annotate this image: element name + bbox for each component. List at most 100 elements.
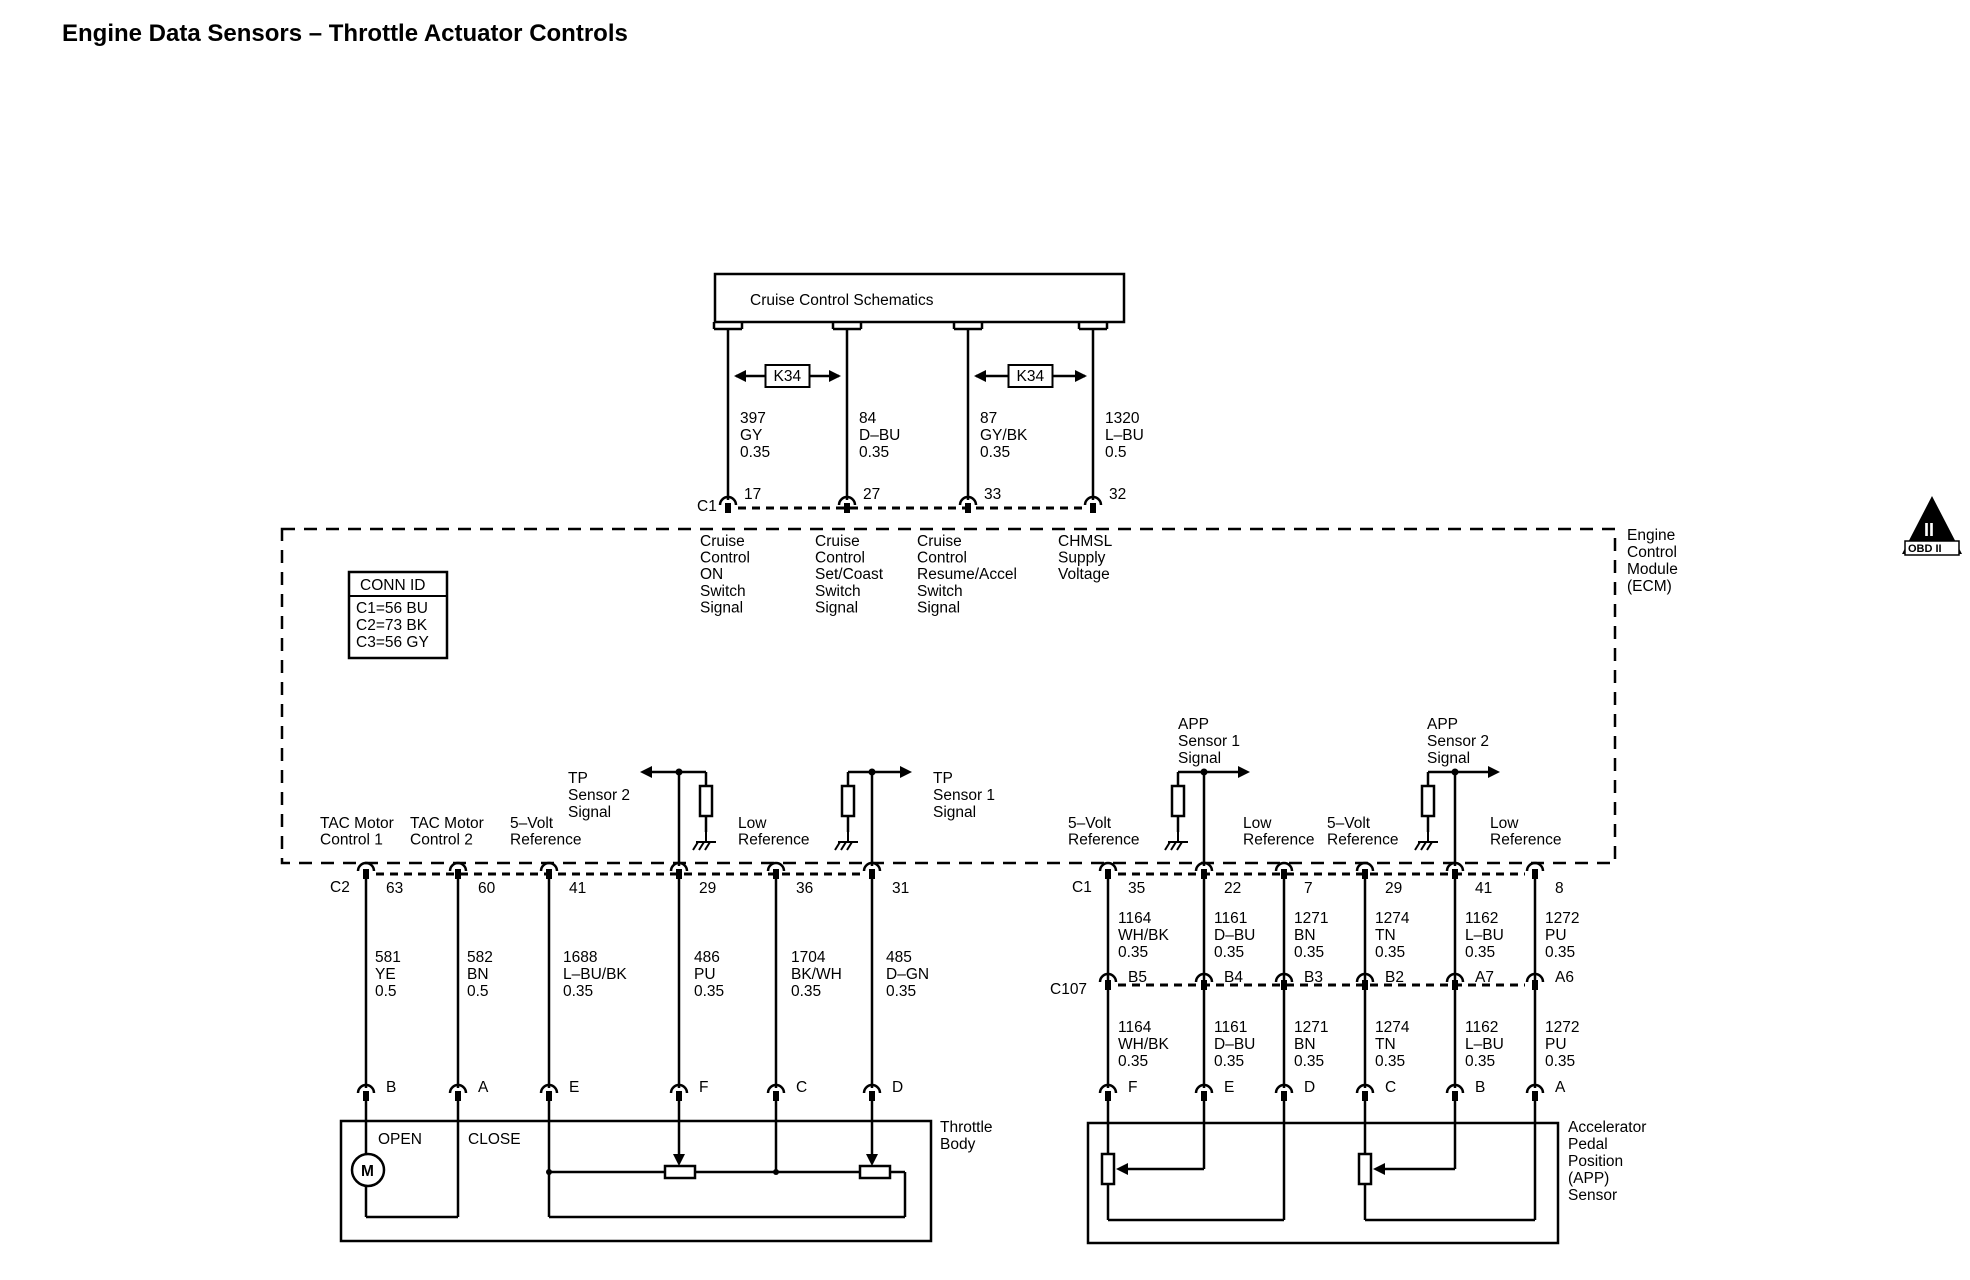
top-wire-circuit-number: 397 (740, 410, 766, 427)
top-function-label: CHMSL (1058, 533, 1113, 550)
app-sensor-1-resistor-icon (1100, 1152, 1116, 1186)
app-pin-letter: F (1128, 1079, 1137, 1096)
right-wire-upper-wire-gauge: 0.35 (1118, 944, 1148, 961)
left-wire-wire-color: L–BU/BK (563, 966, 627, 983)
throttle-terminal-icon (862, 1083, 882, 1094)
right-pin-number: 7 (1304, 880, 1313, 897)
app-pin-letter: E (1224, 1079, 1234, 1096)
right-wire-lower-circuit-number: 1161 (1214, 1019, 1247, 1036)
app1-pull-resistor-icon (1170, 784, 1186, 818)
right-wire-upper-wire-color: BN (1294, 927, 1316, 944)
tp-sensor-1-resistor-icon (858, 1164, 892, 1180)
top-pin-number: 33 (984, 486, 1001, 503)
right-wire-lower-circuit-number: 1162 (1465, 1019, 1498, 1036)
ground-hatch (704, 841, 711, 851)
ecm-label-line: Engine (1627, 527, 1675, 544)
top-function-label: ON (700, 566, 723, 583)
app-pin-letter: A (1555, 1079, 1566, 1096)
throttle-pin-letter: E (569, 1079, 579, 1096)
k34-arrow-left-icon (734, 370, 746, 382)
throttle-terminal-icon (766, 1083, 786, 1094)
app-sensor-1-label-line: Signal (1178, 750, 1221, 767)
terminal-pin-icon (1105, 980, 1111, 990)
terminal-pin-icon (363, 1091, 369, 1101)
page-title: Engine Data Sensors – Throttle Actuator … (62, 20, 628, 47)
left-wire-wire-color: YE (375, 966, 396, 983)
top-function-label: Switch (917, 583, 963, 600)
app-sensor-label: Sensor (1568, 1187, 1617, 1204)
right-function-label: Reference (1068, 832, 1140, 849)
app-sensor-label: Accelerator (1568, 1119, 1646, 1136)
top-terminal-icon (718, 495, 738, 506)
ground-hatch (846, 841, 853, 851)
app-terminal-icon (1098, 1083, 1118, 1094)
right-function-label: Low (1490, 815, 1519, 832)
top-function-label: Control (700, 550, 750, 567)
left-pin-number: 63 (386, 880, 403, 897)
terminal-pin-icon (869, 869, 875, 879)
right-wire-upper-circuit-number: 1164 (1118, 910, 1152, 927)
tp-sensor-1-label-line: Signal (933, 804, 976, 821)
left-pin-number: 31 (892, 880, 909, 897)
right-ecm-terminal-icon (1525, 861, 1545, 872)
tac-motor-icon (350, 1152, 386, 1188)
right-wire-upper-wire-gauge: 0.35 (1294, 944, 1324, 961)
throttle-pin-letter: A (478, 1079, 489, 1096)
conn-id-box: CONN ID C1=56 BU C2=73 BK C3=56 GY (347, 570, 449, 660)
tp-sensor-1-label-line: Sensor 1 (933, 787, 995, 804)
top-terminal-icon (837, 495, 857, 506)
app-sensor-2-label-line: APP (1427, 716, 1458, 733)
right-wire-lower-wire-gauge: 0.35 (1118, 1053, 1148, 1070)
top-function-label: Cruise (700, 533, 745, 550)
right-pin-number: 35 (1128, 880, 1145, 897)
throttle-pin-letter: C (796, 1079, 807, 1096)
left-pin-number: 41 (569, 880, 586, 897)
app-pin-letter: B (1475, 1079, 1485, 1096)
tp-sensor-2-label-line: TP (568, 770, 588, 787)
top-terminal-icon (958, 495, 978, 506)
c107-pin-label: B3 (1304, 969, 1323, 986)
right-wire-upper-wire-color: TN (1375, 927, 1396, 944)
tp-sensor-2-resistor-icon (663, 1164, 697, 1180)
tp-sensor-1-label-line: TP (933, 770, 953, 787)
right-wire-lower-circuit-number: 1274 (1375, 1019, 1410, 1036)
terminal-pin-icon (546, 1091, 552, 1101)
right-wire-lower-wire-color: D–BU (1214, 1036, 1255, 1053)
conn-id-line: C2=73 BK (356, 617, 428, 634)
tac-motor-icon-label: M (361, 1163, 374, 1180)
app-terminal-icon (1355, 1083, 1375, 1094)
left-ecm-terminal-icon (356, 861, 376, 872)
terminal-pin-icon (363, 869, 369, 879)
terminal-pin-icon (1201, 1091, 1207, 1101)
ecm-label-line: (ECM) (1627, 578, 1672, 595)
top-wire-wire-gauge: 0.5 (1105, 444, 1127, 461)
top-pin-number: 27 (863, 486, 880, 503)
right-function-label: 5–Volt (1327, 815, 1371, 832)
throttle-pin-letter: B (386, 1079, 396, 1096)
app-terminal-icon (1445, 1083, 1465, 1094)
top-function-label: Signal (815, 599, 858, 616)
right-function-label: Low (1243, 815, 1272, 832)
cruise-control-box[interactable] (713, 272, 1126, 324)
right-function-label: Reference (1490, 832, 1562, 849)
right-wire-lower-wire-color: PU (1545, 1036, 1567, 1053)
terminal-pin-icon (773, 1091, 779, 1101)
c107-pin-label: B2 (1385, 969, 1404, 986)
top-function-label: Signal (700, 599, 743, 616)
left-pin-number: 29 (699, 880, 716, 897)
throttle-terminal-icon (356, 1083, 376, 1094)
c107-terminal-icon (1274, 972, 1294, 983)
right-function-label: Reference (1243, 832, 1315, 849)
terminal-pin-icon (1452, 1091, 1458, 1101)
top-wire-circuit-number: 87 (980, 410, 997, 427)
ecm-label-line: Control (1627, 544, 1677, 561)
terminal-pin-icon (455, 1091, 461, 1101)
ground-hatch (834, 841, 841, 851)
terminal-pin-icon (676, 1091, 682, 1101)
obd-numeral: II (1924, 520, 1934, 540)
top-wire-wire-gauge: 0.35 (740, 444, 770, 461)
left-function-label: TAC Motor (320, 815, 394, 832)
left-wire-wire-gauge: 0.35 (694, 983, 724, 1000)
left-wire-wire-gauge: 0.35 (886, 983, 916, 1000)
terminal-pin-icon (1362, 869, 1368, 879)
